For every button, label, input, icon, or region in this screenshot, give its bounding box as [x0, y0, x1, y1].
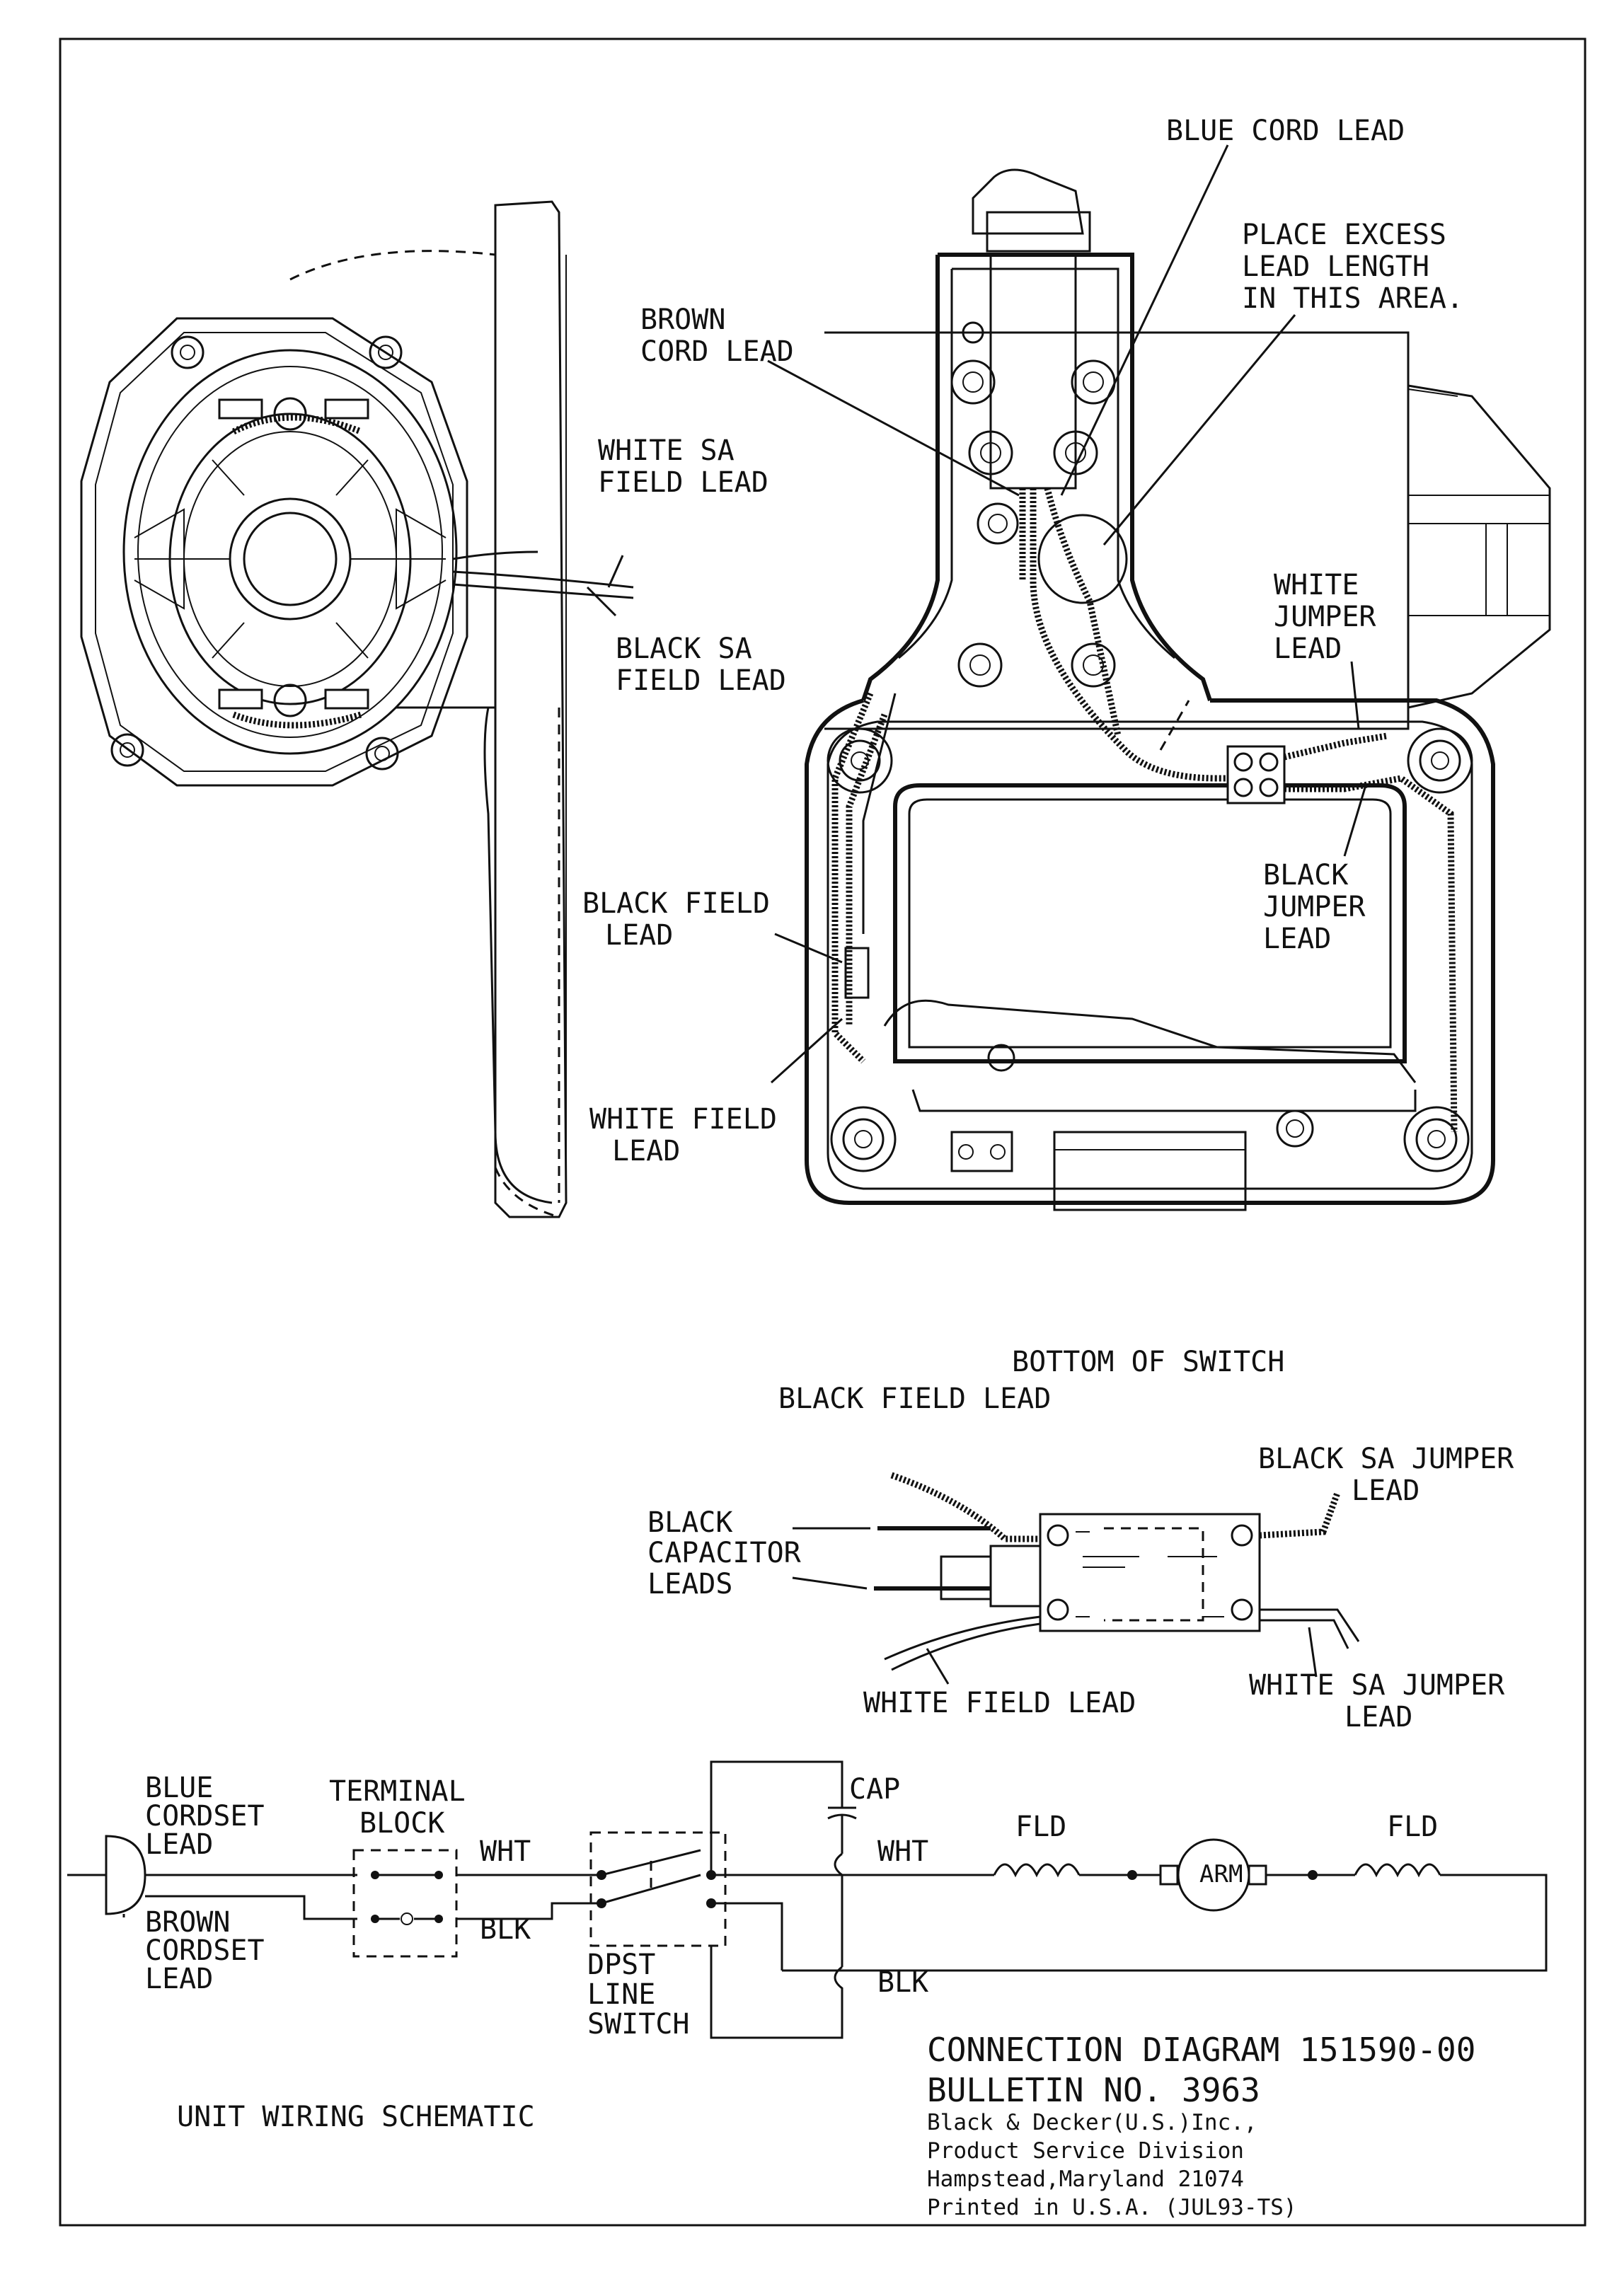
label-brown-cordset-3: LEAD — [145, 1963, 213, 1995]
label-brown-cordset-1: BROWN — [145, 1906, 230, 1939]
label-black-jumper-lead-2: JUMPER — [1263, 891, 1366, 923]
label-dpst-3: SWITCH — [587, 2008, 690, 2041]
label-blue-cordset-2: CORDSET — [145, 1800, 265, 1833]
label-black-capacitor-leads-2: CAPACITOR — [647, 1537, 802, 1569]
label-blue-cordset-1: BLUE — [145, 1772, 213, 1804]
label-place-excess-2: LEAD LENGTH — [1242, 250, 1429, 283]
label-black-sa-jumper-lead-1: BLACK SA JUMPER — [1258, 1443, 1514, 1475]
label-white-sa-field-lead-1: WHITE SA — [598, 434, 735, 467]
label-blk-2: BLK — [877, 1966, 928, 1999]
label-wht-2: WHT — [877, 1835, 928, 1868]
title-bulletin: BULLETIN NO. 3963 — [927, 2071, 1260, 2109]
schematic-caption: UNIT WIRING SCHEMATIC — [177, 2101, 535, 2133]
label-fld-2: FLD — [1387, 1811, 1438, 1843]
label-cap: CAP — [849, 1773, 900, 1806]
label-black-sa-field-lead-1: BLACK SA — [616, 633, 752, 665]
label-white-jumper-lead-1: WHITE — [1274, 569, 1359, 601]
label-wht-1: WHT — [480, 1835, 531, 1868]
callout-leaders — [586, 144, 1367, 1084]
housing-handle-view — [805, 168, 1551, 1211]
label-fld-1: FLD — [1015, 1811, 1066, 1843]
label-white-sa-jumper-lead-2: LEAD — [1344, 1701, 1412, 1733]
label-terminal-block-1: TERMINAL — [329, 1775, 466, 1808]
label-brown-cord-lead-2: CORD LEAD — [640, 335, 794, 368]
label-place-excess-1: PLACE EXCESS — [1242, 219, 1446, 251]
unit-wiring-schematic: BLUE CORDSET LEAD BROWN CORDSET LEAD TER… — [67, 1760, 1548, 2133]
label-white-jumper-lead-2: JUMPER — [1274, 601, 1376, 633]
label-brown-cordset-2: CORDSET — [145, 1934, 265, 1967]
label-arm: ARM — [1199, 1860, 1243, 1888]
upper-labels: BLUE CORD LEAD PLACE EXCESS LEAD LENGTH … — [582, 115, 1463, 1167]
title-printed: Printed in U.S.A. (JUL93-TS) — [927, 2195, 1297, 2220]
label-switch-black-field-lead: BLACK FIELD LEAD — [778, 1383, 1051, 1415]
bottom-of-switch-view: BOTTOM OF SWITCH BLACK FIELD LEAD BLACK … — [647, 1346, 1514, 1733]
label-white-field-lead-1: WHITE FIELD — [589, 1103, 777, 1136]
label-black-capacitor-leads-3: LEADS — [647, 1568, 732, 1600]
label-dpst-2: LINE — [587, 1978, 655, 2011]
title-connection-diagram: CONNECTION DIAGRAM 151590-00 — [927, 2031, 1475, 2069]
label-black-capacitor-leads-1: BLACK — [647, 1506, 732, 1539]
label-white-jumper-lead-3: LEAD — [1274, 633, 1342, 665]
label-dpst-1: DPST — [587, 1949, 655, 1981]
title-address: Hampstead,Maryland 21074 — [927, 2167, 1244, 2192]
label-white-field-lead-2: LEAD — [612, 1135, 680, 1167]
switch-view-title: BOTTOM OF SWITCH — [1012, 1346, 1284, 1378]
label-black-sa-field-lead-2: FIELD LEAD — [616, 664, 786, 697]
motor-end-view — [80, 200, 634, 1218]
title-company: Black & Decker(U.S.)Inc., — [927, 2110, 1257, 2135]
title-block: CONNECTION DIAGRAM 151590-00 BULLETIN NO… — [927, 2031, 1475, 2220]
label-black-sa-jumper-lead-2: LEAD — [1352, 1475, 1419, 1507]
title-division: Product Service Division — [927, 2138, 1244, 2164]
label-white-sa-jumper-lead-1: WHITE SA JUMPER — [1249, 1669, 1505, 1702]
label-place-excess-3: IN THIS AREA. — [1242, 282, 1463, 315]
label-terminal-block-2: BLOCK — [359, 1807, 444, 1840]
label-brown-cord-lead-1: BROWN — [640, 304, 725, 336]
label-black-jumper-lead-3: LEAD — [1263, 923, 1331, 955]
label-black-jumper-lead-1: BLACK — [1263, 859, 1348, 892]
label-black-field-lead-1: BLACK FIELD — [582, 887, 770, 920]
label-white-sa-field-lead-2: FIELD LEAD — [598, 466, 768, 499]
label-blue-cordset-3: LEAD — [145, 1828, 213, 1861]
label-blue-cord-lead: BLUE CORD LEAD — [1166, 115, 1405, 147]
label-black-field-lead-2: LEAD — [605, 919, 673, 952]
sheet-border — [59, 37, 1586, 2227]
label-switch-white-field-lead: WHITE FIELD LEAD — [863, 1687, 1136, 1719]
